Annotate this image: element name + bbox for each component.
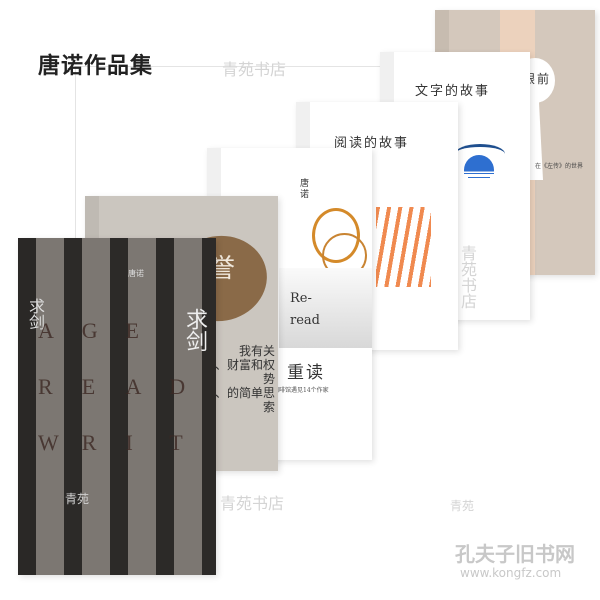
watermark: 青苑书店	[222, 60, 287, 79]
watermark: 青苑	[65, 492, 90, 506]
guide-line	[75, 66, 76, 276]
watermark: 青苑	[450, 499, 475, 513]
watermark: 青苑书店	[458, 245, 477, 309]
site-watermark-url: www.kongfz.com	[460, 566, 562, 580]
site-watermark-name: 孔夫子旧书网	[455, 542, 575, 566]
watermark: 青苑书店	[220, 494, 285, 513]
guide-line	[75, 66, 535, 67]
page-title: 唐诺作品集	[38, 54, 154, 79]
